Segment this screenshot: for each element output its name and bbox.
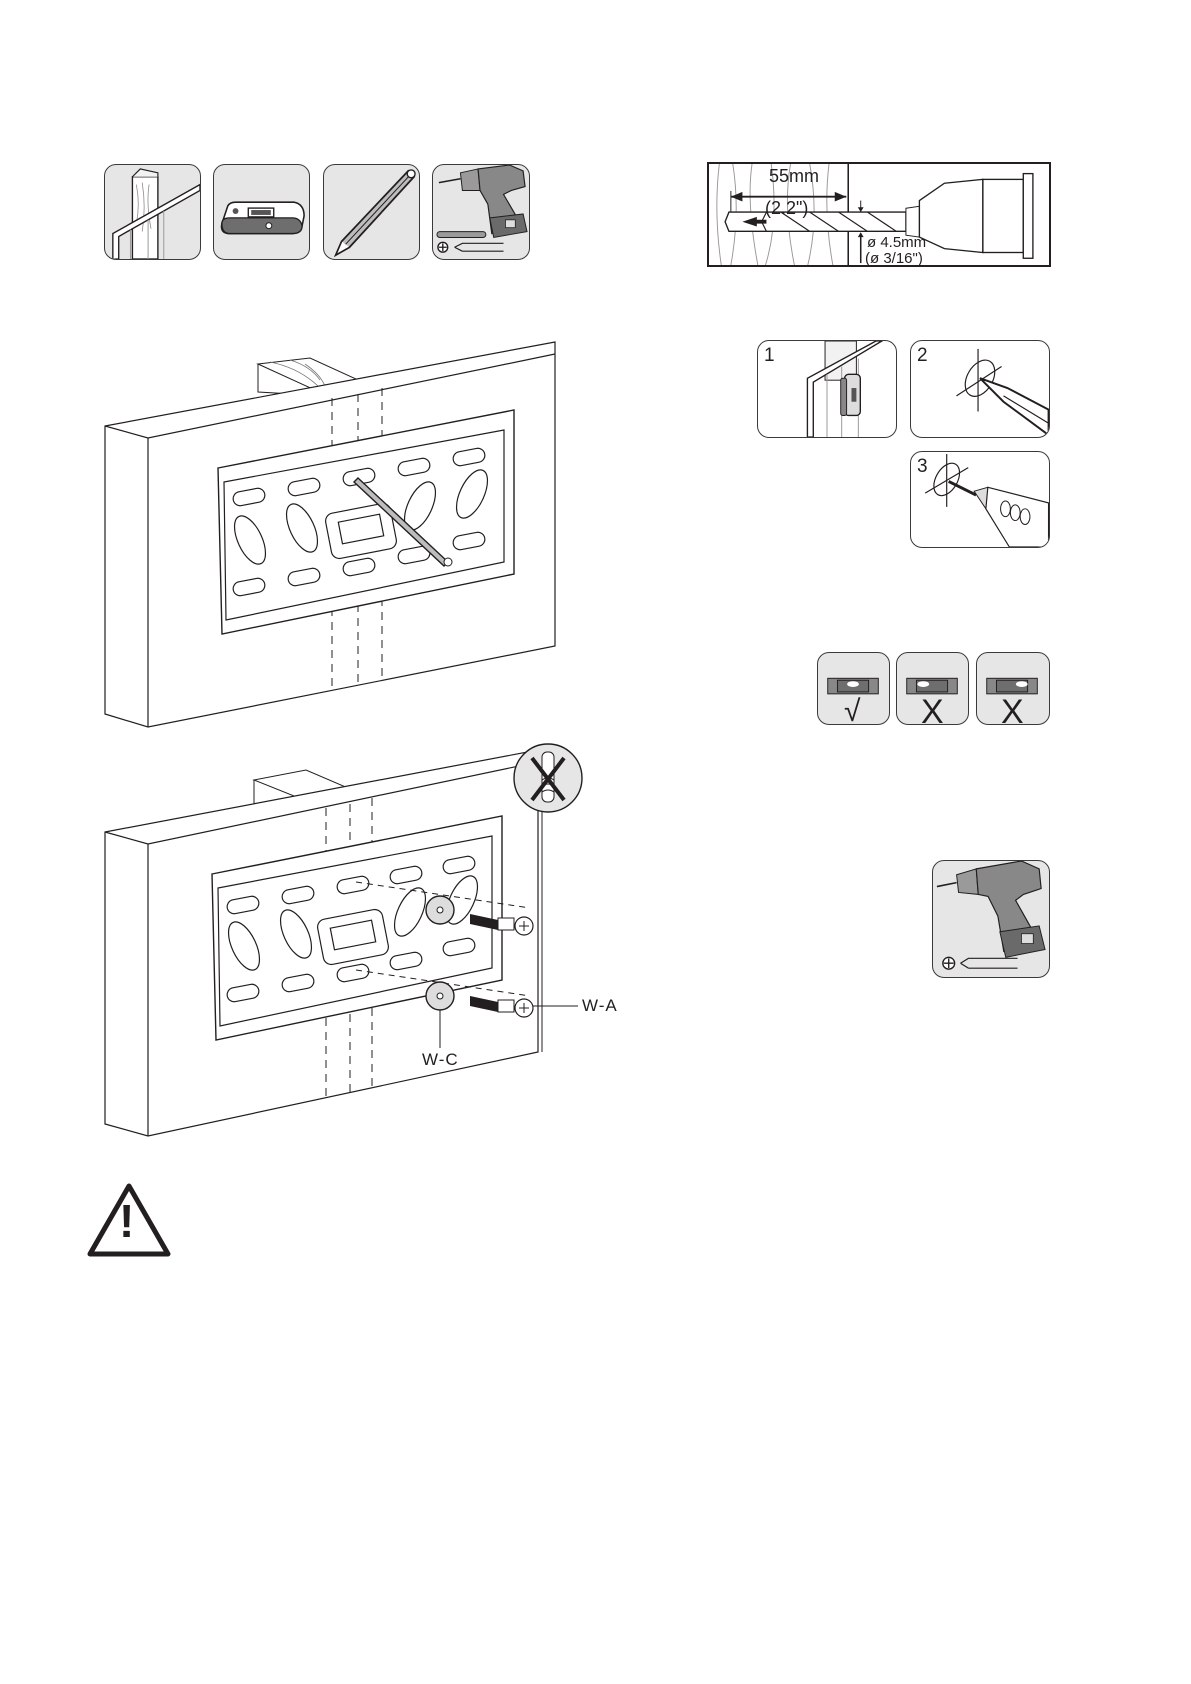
step-2-panel: 2 — [910, 340, 1050, 438]
tool-panel-wall-stud — [104, 164, 201, 260]
drill-bit-screwdriver-icon — [436, 165, 528, 253]
step-3-panel: 3 — [910, 451, 1050, 548]
drill-screwdriver-icon — [936, 861, 1046, 970]
depth-imperial-label: (2.2") — [765, 198, 809, 218]
pencil-icon — [333, 169, 416, 258]
cross-mark: X — [1001, 693, 1024, 725]
drill-depth-diagram: 55mm (2.2") ø 4.5mm (ø 3/16") — [707, 162, 1051, 267]
step-1-panel: 1 — [757, 340, 897, 438]
wall-plate-with-pencil-icon — [104, 341, 556, 728]
washer-label: W-C — [422, 1050, 459, 1069]
drill-pilot-hole-icon — [924, 453, 1049, 547]
no-wall-anchor-icon — [513, 743, 583, 813]
wall-bracket-marking-figure — [100, 330, 580, 750]
tool-panel-drill — [432, 164, 530, 260]
warning-exclamation: ! — [119, 1195, 135, 1247]
level-check-wrong-2: X — [976, 652, 1050, 725]
cross-mark: X — [921, 693, 944, 725]
check-mark: √ — [844, 695, 861, 725]
spirit-level-icon — [827, 677, 879, 695]
drill-screwdriver-panel — [932, 860, 1050, 978]
wall-plate-with-bolts-icon — [104, 749, 578, 1137]
pencil-mark-icon — [956, 348, 1049, 437]
stud-finder-on-wall-icon — [806, 341, 884, 437]
step-number: 1 — [764, 345, 775, 366]
warning-sign: ! — [86, 1182, 172, 1258]
drill-bit-in-wood-icon — [716, 164, 1034, 265]
spirit-level-icon — [986, 677, 1038, 695]
tool-panel-stud-finder — [213, 164, 310, 260]
step-number: 3 — [917, 456, 928, 477]
level-check-wrong-1: X — [896, 652, 969, 725]
step-number: 2 — [917, 345, 928, 366]
no-wall-anchor-badge — [512, 742, 584, 814]
tool-panel-pencil — [323, 164, 420, 260]
diameter-metric-label: ø 4.5mm — [867, 234, 927, 251]
stud-finder-icon — [220, 201, 305, 235]
wall-bracket-fixing-figure: W-A W-C — [100, 740, 640, 1140]
bolt-label: W-A — [582, 996, 618, 1015]
diameter-imperial-label: (ø 3/16") — [865, 250, 923, 267]
spirit-level-icon — [906, 677, 958, 695]
depth-metric-label: 55mm — [769, 166, 820, 186]
level-check-ok: √ — [817, 652, 890, 725]
wall-stud-icon — [112, 168, 200, 259]
warning-triangle-icon — [87, 1183, 171, 1257]
